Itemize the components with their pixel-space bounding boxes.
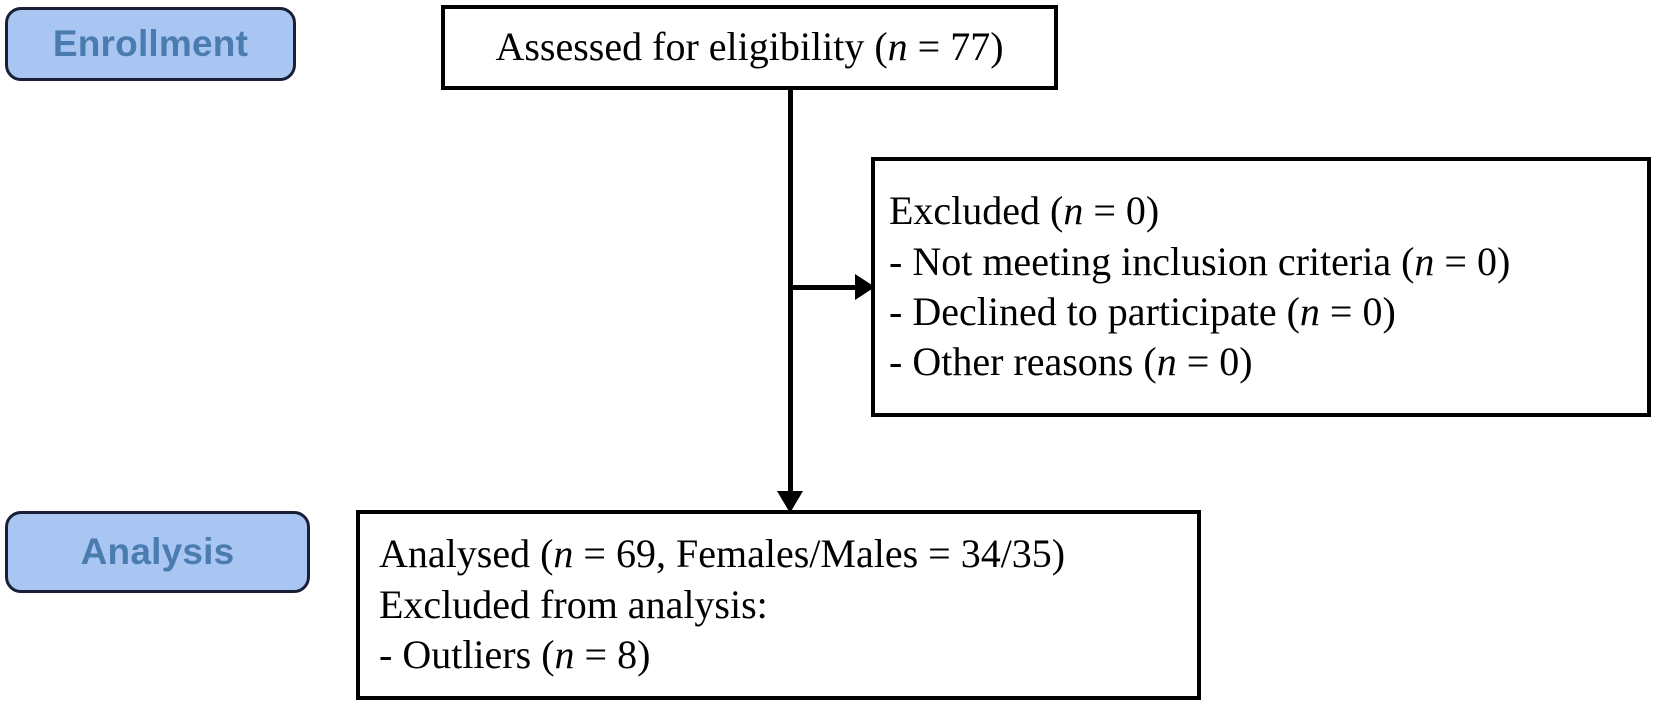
sample-size-symbol: n (1414, 238, 1435, 284)
flow-box-assessed-content: Assessed for eligibility (n = 77) (445, 9, 1054, 86)
flow-box-excluded: Excluded (n = 0)- Not meeting inclusion … (871, 157, 1651, 417)
box-line: - Other reasons (n = 0) (889, 339, 1253, 385)
sample-size-symbol: n (1156, 339, 1177, 385)
box-line: - Declined to participate (n = 0) (889, 289, 1396, 334)
box-line: Excluded from analysis: (379, 581, 768, 627)
sample-size-symbol: n (553, 531, 574, 577)
flow-box-analysed: Analysed (n = 69, Females/Males = 34/35)… (356, 510, 1201, 700)
flow-box-assessed-for-eligibility: Assessed for eligibility (n = 77) (441, 5, 1058, 90)
sample-size-symbol: n (887, 24, 908, 70)
stage-pill-enrollment-label: Enrollment (52, 23, 249, 64)
sample-size-symbol: n (554, 632, 575, 678)
sample-size-symbol: n (1299, 289, 1320, 334)
sample-size-symbol: n (1063, 188, 1084, 234)
stage-pill-analysis-label: Analysis (80, 531, 235, 572)
arrowhead-down-icon (777, 491, 803, 513)
box-line: Analysed (n = 69, Females/Males = 34/35) (379, 531, 1066, 577)
stage-pill-analysis: Analysis (5, 511, 310, 593)
flow-box-excluded-content: Excluded (n = 0)- Not meeting inclusion … (875, 161, 1647, 413)
connector-horizontal-branch-to-excluded (788, 285, 861, 290)
box-line: - Not meeting inclusion criteria (n = 0) (889, 238, 1511, 284)
box-line: Excluded (n = 0) (889, 188, 1160, 234)
box-line: - Outliers (n = 8) (379, 632, 651, 678)
connector-vertical-trunk (788, 89, 793, 498)
flow-box-analysed-content: Analysed (n = 69, Females/Males = 34/35)… (360, 514, 1197, 696)
stage-pill-enrollment: Enrollment (5, 7, 296, 81)
arrowhead-right-icon (855, 274, 875, 300)
box-line: Assessed for eligibility (n = 77) (495, 24, 1004, 70)
